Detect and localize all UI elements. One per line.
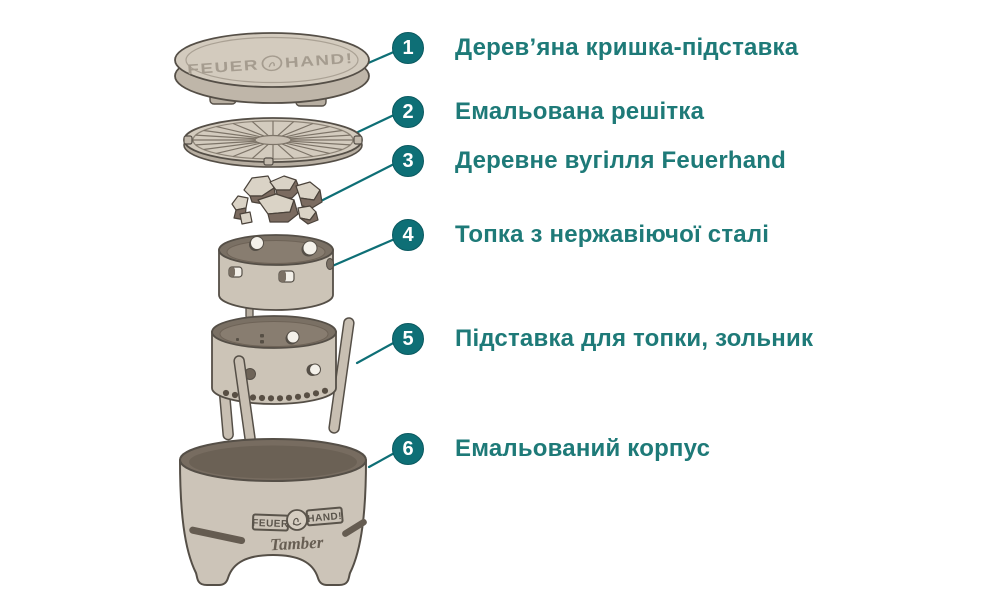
part-label-6: Емальований корпус <box>455 435 711 462</box>
lid-inner-ring <box>185 36 359 84</box>
body-vent-slot-left <box>189 526 246 545</box>
stand-inner-bottom <box>219 321 329 347</box>
body-wall <box>179 459 367 586</box>
body-illustration: FEUER HAND! Tamber <box>179 438 367 586</box>
part-row-2: 2 Емальована решітка <box>392 96 704 128</box>
stand-back-hole <box>286 330 300 344</box>
stand-interior-marks <box>236 334 264 344</box>
firebox-wall <box>218 249 334 311</box>
grate-tab-front <box>263 157 274 166</box>
part-number-badge-4: 4 <box>392 219 424 251</box>
part-number-badge-3: 3 <box>392 145 424 177</box>
stand-illustration <box>211 315 355 444</box>
stand-bottom-vent-dots <box>222 387 329 402</box>
body-logo-box-right <box>305 506 344 527</box>
grate-tab-right <box>353 135 363 145</box>
part-row-1: 1 Дерев’яна кришка-підставка <box>392 32 798 64</box>
part-row-6: 6 Емальований корпус <box>392 433 710 465</box>
grate-radial-slots <box>193 121 353 159</box>
lid-logo-emblem-icon <box>261 55 283 72</box>
leader-line-5 <box>355 339 399 365</box>
part-label-4: Топка з нержавіючої сталі <box>455 221 770 248</box>
body-opening-shade <box>189 445 357 479</box>
leader-line-3 <box>309 161 398 208</box>
body-logo-text-right: HAND! <box>307 511 343 525</box>
body-logo-hand-flame-icon <box>292 517 302 526</box>
part-row-5: 5 Підставка для топки, зольник <box>392 323 813 355</box>
grate-tab-left <box>183 135 193 145</box>
part-number-badge-2: 2 <box>392 96 424 128</box>
firebox-edge-hole <box>326 258 334 270</box>
body-vent-slot-right <box>342 518 367 537</box>
part-label-1: Дерев’яна кришка-підставка <box>455 34 799 61</box>
enameled-grate-illustration <box>183 117 363 168</box>
part-label-3: Деревне вугілля Feuerhand <box>455 147 787 174</box>
part-number-badge-1: 1 <box>392 32 424 64</box>
stand-front-hole-right <box>309 363 321 376</box>
wooden-lid-illustration: FEUER HAND! <box>174 32 370 107</box>
leader-line-4 <box>328 236 399 269</box>
charcoal-pile-illustration <box>231 175 323 225</box>
leader-line-2 <box>356 112 398 134</box>
firebox-vent-hole-2 <box>302 240 318 256</box>
body-logo-text-left: FEUER <box>252 518 289 530</box>
part-label-5: Підставка для топки, зольник <box>455 325 814 352</box>
leader-line-1 <box>364 49 398 66</box>
grate-center-hub <box>254 134 292 146</box>
part-number-badge-5: 5 <box>392 323 424 355</box>
lid-logo-text-left: FEUER <box>187 57 260 78</box>
part-label-2: Емальована решітка <box>455 98 705 125</box>
firebox-illustration <box>218 234 334 319</box>
lid-logo-text-right: HAND! <box>284 50 354 71</box>
firebox-front-slots <box>228 266 295 283</box>
firebox-vent-hole-1 <box>250 236 264 250</box>
lid-top <box>174 32 370 88</box>
lid-logo-flame-icon <box>268 62 275 68</box>
leader-lines <box>309 49 400 469</box>
body-logo-emblem-icon <box>286 509 308 531</box>
lid-engraved-logo: FEUER HAND! <box>187 50 354 78</box>
part-row-3: 3 Деревне вугілля Feuerhand <box>392 145 786 177</box>
body-model-script: Tamber <box>270 533 325 555</box>
part-row-4: 4 Топка з нержавіючої сталі <box>392 219 769 251</box>
part-number-badge-6: 6 <box>392 433 424 465</box>
body-logo: FEUER HAND! Tamber <box>251 506 344 555</box>
